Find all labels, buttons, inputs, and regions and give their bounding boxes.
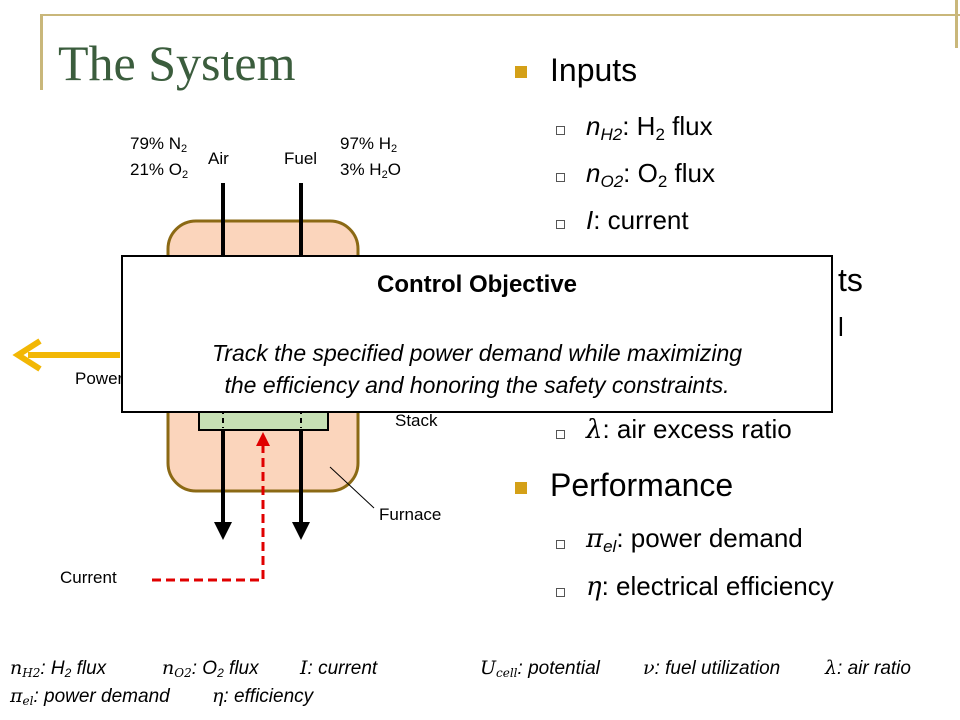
popup-title: Control Objective [376, 271, 578, 298]
current-label: Current [60, 568, 117, 587]
air-out-arrowhead [214, 522, 232, 540]
popup-line-2: the efficiency and honoring the safety c… [224, 372, 730, 398]
fuel-out-arrowhead [292, 522, 310, 540]
fuel-composition-h2o: 3% H2O [340, 160, 401, 181]
hollow-bullet [556, 126, 565, 135]
footer-fuel-utilization: ν: fuel utilization [643, 657, 781, 679]
potential-fragment: l [838, 312, 844, 342]
inputs-heading: Inputs [550, 52, 638, 88]
hollow-bullet [556, 173, 565, 182]
air-composition-n2: 79% N2 [130, 134, 188, 155]
input-item-nh2: nH2: H2 flux [586, 111, 713, 144]
hollow-bullet [556, 588, 565, 597]
current-line [152, 442, 265, 582]
stack-label: Stack [395, 411, 438, 430]
air-composition-o2: 21% O2 [130, 160, 189, 181]
footer-current: I: current [300, 657, 378, 679]
outputs-heading-fragment: ts [838, 262, 863, 298]
power-arrowhead [12, 338, 42, 372]
frame-top-line [40, 14, 960, 16]
frame-right-line [955, 0, 958, 48]
slide-title: The System [58, 35, 296, 91]
power-label: Power [75, 369, 124, 388]
footer-no2: nO2: O2 flux [162, 657, 259, 680]
footer-nh2: nH2: H2 flux [10, 657, 107, 680]
furnace-pointer-line [329, 466, 375, 509]
hollow-bullet [556, 540, 565, 549]
performance-item-power: πel: power demand [586, 523, 803, 556]
performance-item-efficiency: η: electrical efficiency [586, 571, 834, 602]
input-item-no2: nO2: O2 flux [586, 158, 715, 191]
footer-potential: Ucell: potential [480, 657, 600, 680]
hollow-bullet [556, 430, 565, 439]
input-item-current: I: current [586, 205, 689, 235]
air-label: Air [208, 149, 229, 168]
frame-left-line [40, 14, 43, 90]
footer-efficiency: η: efficiency [212, 685, 314, 707]
current-arrowhead [256, 432, 270, 446]
popup-body: Track the specified power demand while m… [123, 337, 831, 401]
control-objective-popup: Control Objective Track the specified po… [121, 255, 833, 413]
fuel-composition-h2: 97% H2 [340, 134, 398, 155]
hollow-bullet [556, 220, 565, 229]
performance-heading: Performance [550, 467, 734, 503]
furnace-label: Furnace [379, 505, 442, 524]
footer-air-ratio: λ: air ratio [825, 657, 911, 679]
popup-line-1: Track the specified power demand while m… [211, 340, 743, 366]
fuel-label: Fuel [284, 149, 318, 168]
footer-power-demand: πel: power demand [10, 685, 170, 708]
bullet-performance [515, 482, 527, 494]
bullet-inputs [515, 66, 527, 78]
lambda-item: λ: air excess ratio [586, 414, 792, 445]
